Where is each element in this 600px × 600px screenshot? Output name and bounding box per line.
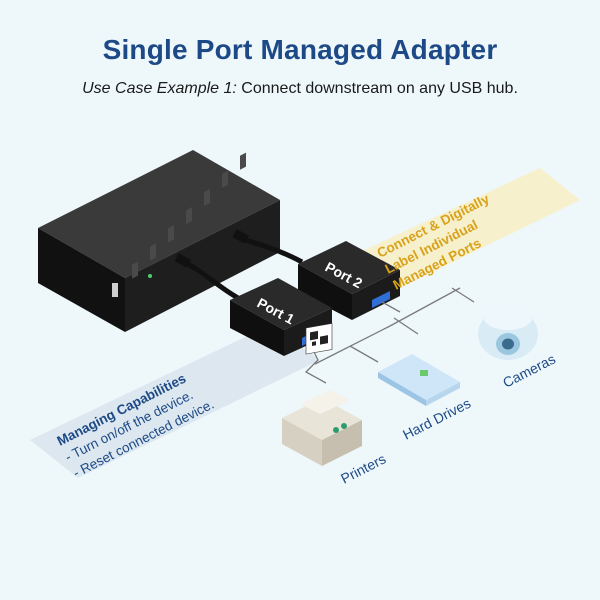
- hard-drive-device: [378, 354, 460, 406]
- page-title: Single Port Managed Adapter: [102, 34, 498, 65]
- camera-device: [478, 306, 538, 360]
- page-subtitle: Use Case Example 1: Connect downstream o…: [0, 80, 600, 98]
- hub-power-switch: [112, 283, 118, 297]
- use-case-text: Connect downstream on any USB hub.: [236, 80, 518, 97]
- connection-lines: [304, 287, 475, 384]
- managing-panel-band: [30, 325, 320, 478]
- printer-receipt-qr: [305, 323, 333, 355]
- hard-drives-label: Hard Drives: [400, 395, 473, 443]
- printer-device: [282, 323, 362, 466]
- printers-label: Printers: [338, 451, 388, 487]
- port-2-usb-jack: [372, 291, 390, 308]
- hub-port-slots: [132, 152, 246, 279]
- port-2-adapter: [298, 241, 400, 320]
- hub-power-led: [148, 274, 152, 278]
- connect-panel-band: [360, 168, 580, 288]
- use-case-label: Use Case Example 1:: [82, 80, 237, 97]
